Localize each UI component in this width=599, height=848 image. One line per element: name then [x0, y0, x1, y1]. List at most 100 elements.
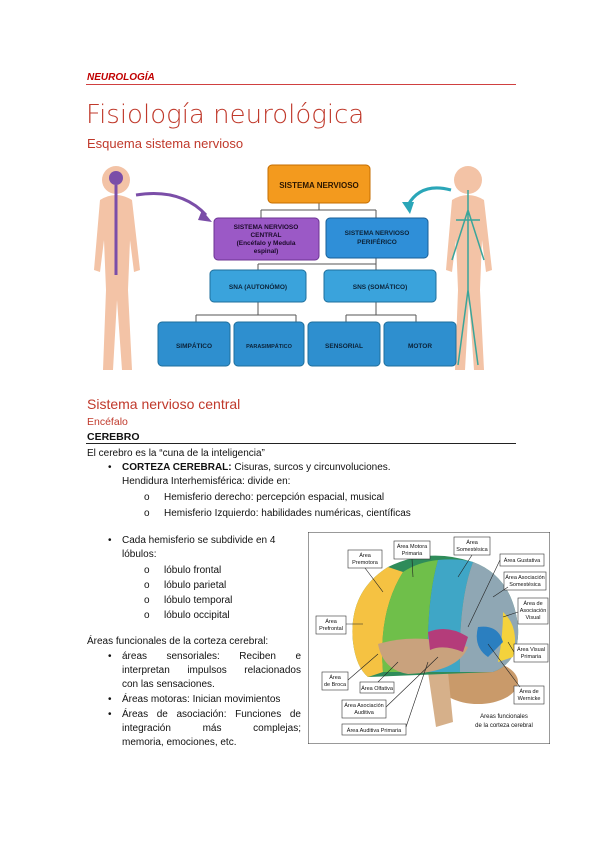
areas-sens-c: con las sensaciones.: [122, 679, 215, 690]
list-item: o lóbulo temporal: [144, 594, 298, 608]
label-auditiva-primaria: Área Auditiva Primaria: [347, 727, 402, 734]
cada-hemisferio-l1: Cada hemisferio se subdivide en 4: [122, 535, 276, 546]
label-asoc-aud-1: Área Asociación: [344, 702, 383, 709]
label-somest-2: Somestésica: [456, 547, 488, 553]
label-asoc-vis-2: Asociación: [520, 608, 547, 614]
cada-hemisferio-l2: lóbulos:: [122, 549, 157, 560]
caption-line2: de la corteza cerebral: [475, 723, 533, 729]
corteza-block: • CORTEZA CEREBRAL: Cisuras, surcos y ci…: [108, 461, 488, 521]
label-asoc-som-2: Somestésica: [509, 582, 541, 588]
circle-bullet-icon: o: [144, 610, 150, 621]
page-title: Fisiología neurológica: [86, 100, 365, 130]
lobulo-temporal: lóbulo temporal: [164, 595, 233, 606]
lobulos-block: • Cada hemisferio se subdivide en 4 lóbu…: [108, 534, 298, 623]
arrow-to-snc: [135, 192, 208, 217]
label-prefrontal-1: Área: [325, 618, 338, 625]
bullet-icon: •: [108, 535, 112, 546]
label-gustativa: Área Gustativa: [504, 557, 541, 564]
circle-bullet-icon: o: [144, 595, 150, 606]
label-asoc-vis-3: Visual: [526, 615, 541, 621]
list-item: • CORTEZA CEREBRAL: Cisuras, surcos y ci…: [108, 461, 488, 475]
human-figure-left: [94, 166, 140, 370]
human-figure-right: [446, 166, 492, 370]
label-visual-2: Primaria: [521, 654, 542, 660]
hendidura-text: Hendidura Interhemisférica: divide en:: [122, 476, 291, 487]
label-wernicke-2: Wernicke: [518, 696, 541, 702]
areas-title: Áreas funcionales de la corteza cerebral…: [87, 636, 269, 647]
box-sns: [323, 269, 437, 303]
corteza-label: CORTEZA CEREBRAL:: [122, 462, 232, 473]
hemisferio-izquierdo: Hemisferio Izquierdo: habilidades numéri…: [164, 508, 411, 519]
subsection-rule: [86, 443, 516, 444]
box-snp: [325, 217, 429, 259]
motor-label: MOTOR: [408, 343, 432, 350]
label-broca-2: de Broca: [324, 682, 347, 688]
box-sensorial: [307, 321, 381, 367]
snc-line2: CENTRAL: [250, 232, 281, 239]
arrow-to-snp: [406, 186, 452, 206]
label-somest-1: Área: [466, 539, 479, 546]
snc-line4: espinal): [254, 248, 279, 255]
list-item: o lóbulo occipital: [144, 609, 298, 623]
list-item: • Cada hemisferio se subdivide en 4: [108, 534, 298, 548]
circle-bullet-icon: o: [144, 565, 150, 576]
lobulo-frontal: lóbulo frontal: [164, 565, 222, 576]
sns-label: SNS (SOMÁTICO): [353, 282, 408, 291]
brain-areas-figure: Área Premotora Área Motora Primaria Área…: [308, 532, 550, 744]
label-motora-1: Área Motora: [397, 543, 428, 550]
sensorial-label: SENSORIAL: [325, 343, 363, 350]
box-simpatico: [157, 321, 231, 367]
simpatico-label: SIMPÁTICO: [176, 341, 212, 350]
areas-aso-c: memoria, emociones, etc.: [122, 737, 237, 748]
snp-line2: PERIFÉRICO: [357, 237, 397, 246]
snc-line3: (Encéfalo y Medula: [237, 240, 296, 247]
section-subsubtitle: CEREBRO: [87, 431, 140, 443]
snp-line1: SISTEMA NERVIOSO: [345, 230, 410, 237]
section-title: Sistema nervioso central: [87, 396, 241, 412]
hemisferio-derecho: Hemisferio derecho: percepción espacial,…: [164, 492, 385, 503]
sna-label: SNA (AUTONÓMO): [229, 282, 287, 291]
label-asoc-aud-2: Auditiva: [354, 710, 375, 716]
label-olfativa: Área Olfativa: [361, 685, 394, 692]
bullet-icon: •: [108, 709, 112, 720]
label-prefrontal-2: Prefrontal: [319, 626, 343, 632]
label-premotora-2: Premotora: [352, 560, 379, 566]
label-broca-1: Área: [329, 674, 342, 681]
box-root-label: SISTEMA NERVIOSO: [279, 181, 359, 190]
box-sistema-nervioso: [267, 164, 371, 204]
box-sna: [209, 269, 307, 303]
header-tag: NEUROLOGÍA: [87, 72, 155, 83]
label-visual-1: Área Visual: [517, 646, 545, 653]
label-motora-2: Primaria: [402, 551, 423, 557]
list-item: o Hemisferio Izquierdo: habilidades numér…: [144, 507, 488, 521]
circle-bullet-icon: o: [144, 508, 150, 519]
intro-text: El cerebro es la “cuna de la inteligenci…: [87, 448, 265, 459]
caption-line1: Areas funcionales: [480, 714, 528, 720]
box-snc: [213, 217, 320, 261]
lobulo-occipital: lóbulo occipital: [164, 610, 230, 621]
box-parasimpatico: [233, 321, 305, 367]
label-asoc-vis-1: Área de: [523, 600, 542, 607]
label-asoc-som-1: Área Asociación: [505, 574, 544, 581]
header-rule: [86, 84, 516, 85]
nervous-system-diagram: SISTEMA NERVIOSO SISTEMA NERVIOSO CENTRA…: [94, 164, 492, 370]
section-subtitle: Encéfalo: [87, 416, 128, 428]
snc-line1: SISTEMA NERVIOSO: [234, 224, 299, 231]
label-wernicke-1: Área de: [519, 688, 538, 695]
page-subtitle: Esquema sistema nervioso: [87, 136, 244, 151]
corteza-text: Cisuras, surcos y circunvoluciones.: [231, 462, 391, 473]
label-premotora-1: Área: [359, 552, 372, 559]
list-item: • Áreas motoras: Inician movimientos: [108, 693, 301, 707]
circle-bullet-icon: o: [144, 580, 150, 591]
box-motor: [383, 321, 457, 367]
bullet-icon: •: [108, 694, 112, 705]
